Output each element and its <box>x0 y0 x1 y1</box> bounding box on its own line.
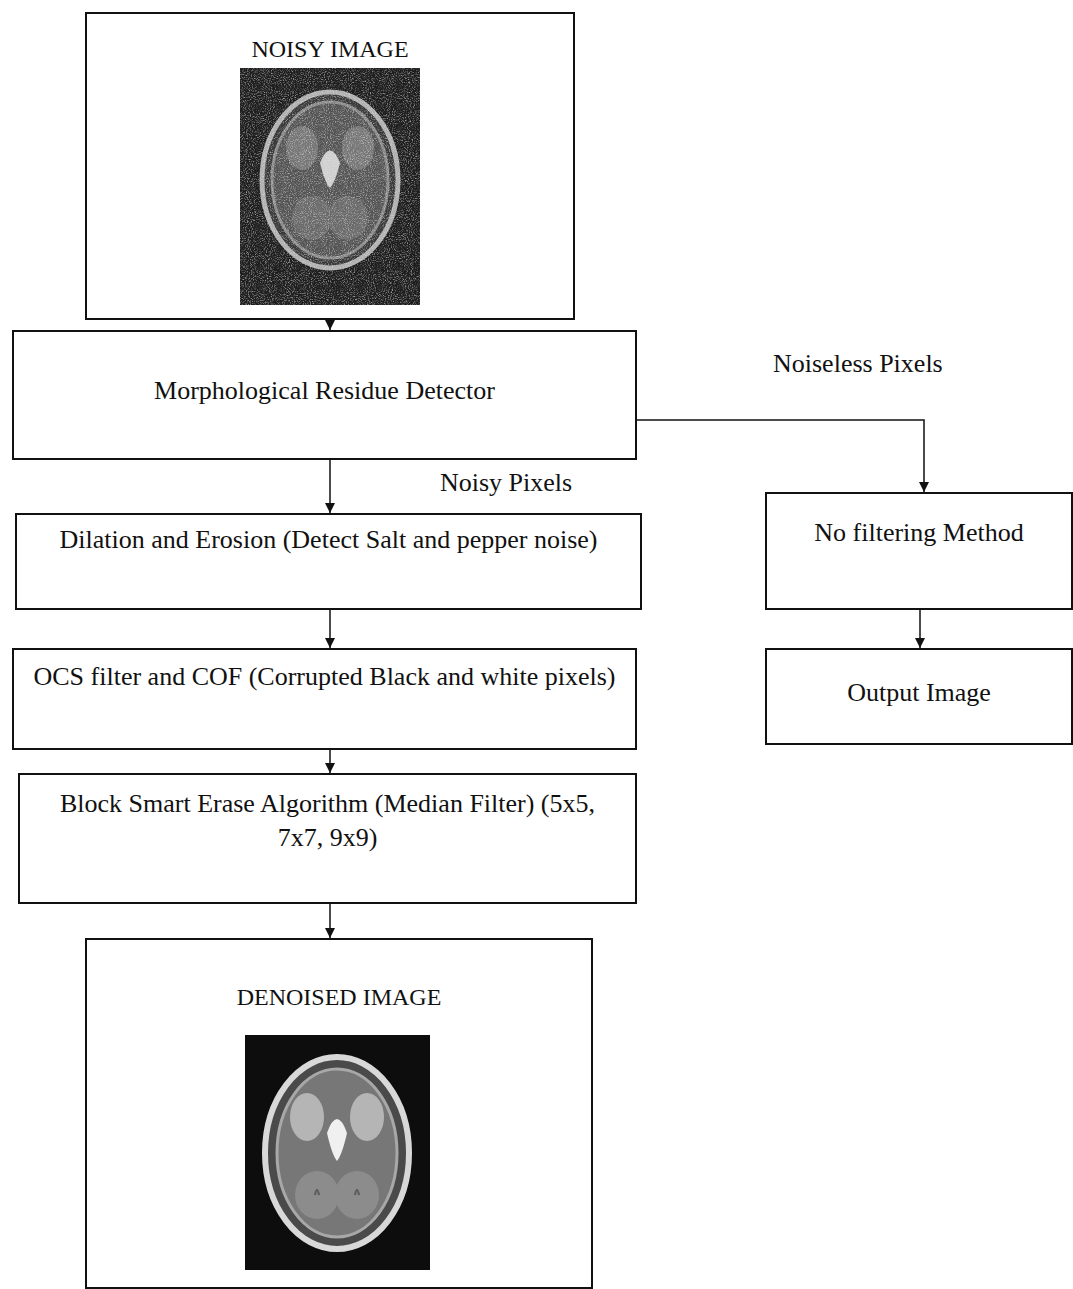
image-box: NOISY IMAGE <box>85 12 575 320</box>
edge-label: Noisy Pixels <box>437 467 575 498</box>
flow-arrow <box>329 904 331 938</box>
flow-arrow <box>329 610 331 648</box>
flow-arrow <box>637 420 924 492</box>
process-box: Dilation and Erosion (Detect Salt and pe… <box>15 513 642 610</box>
process-box: Morphological Residue Detector <box>12 330 637 460</box>
box-text: Output Image <box>847 676 991 710</box>
process-box: OCS filter and COF (Corrupted Black and … <box>12 648 637 750</box>
process-box: Block Smart Erase Algorithm (Median Filt… <box>18 773 637 904</box>
edge-label: Noiseless Pixels <box>770 348 946 379</box>
flow-arrow <box>329 460 331 513</box>
box-text: DENOISED IMAGE <box>237 982 442 1013</box>
box-text: No filtering Method <box>814 516 1023 550</box>
box-text: Block Smart Erase Algorithm (Median Filt… <box>34 787 621 855</box>
noisy-mri-image <box>240 68 420 305</box>
image-box: DENOISED IMAGE <box>85 938 593 1289</box>
flow-arrow <box>329 750 331 773</box>
denoised-mri-image <box>245 1035 430 1270</box>
process-box: Output Image <box>765 648 1073 745</box>
box-text: Dilation and Erosion (Detect Salt and pe… <box>60 523 598 557</box>
flow-arrow <box>919 610 921 648</box>
box-text: OCS filter and COF (Corrupted Black and … <box>33 660 615 694</box>
box-text: NOISY IMAGE <box>251 34 408 65</box>
box-text: Morphological Residue Detector <box>154 374 495 408</box>
process-box: No filtering Method <box>765 492 1073 610</box>
flow-arrow <box>329 320 331 330</box>
